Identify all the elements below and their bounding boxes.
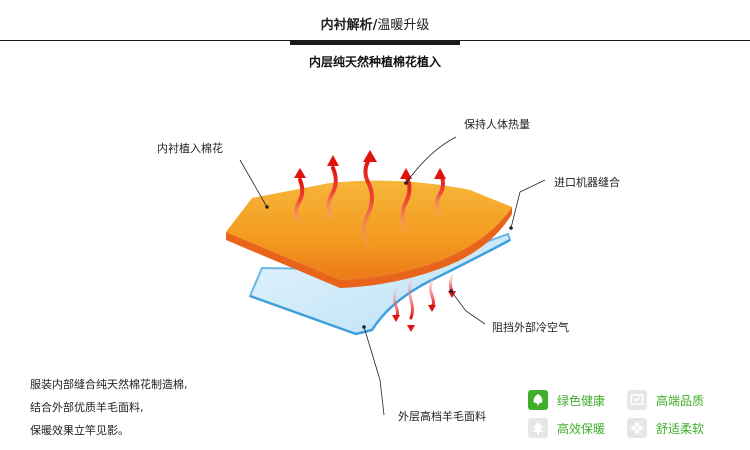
label-outer-fabric: 外层高档羊毛面料 [398,410,486,423]
label-block-cold: 阻挡外部冷空气 [492,321,569,334]
label-cotton-lining: 内衬植入棉花 [157,142,223,155]
feature-label: 舒适柔软 [656,421,705,436]
feature-premium-quality: 高端品质 [627,390,704,410]
inner-cotton-layer [226,180,512,280]
heat-arrow-heads [294,150,446,179]
leaf-icon [528,390,548,410]
title-rest: 温暖升级 [377,18,430,33]
leader-lines [239,136,546,416]
feature-label: 高效保暖 [557,421,606,436]
feature-label: 绿色健康 [557,393,606,408]
description-line: 结合外部优质羊毛面料, [30,401,144,414]
label-warmth: 保持人体热量 [464,118,530,131]
heat-arrows [294,156,445,248]
page-subtitle: 内层纯天然种植棉花植入 [308,55,441,69]
label-machine-seam: 进口机器缝合 [554,176,620,189]
feature-efficient-warmth: 高效保暖 [528,418,605,438]
certificate-icon [627,390,647,410]
flower-icon [627,418,647,438]
tree-icon [528,418,548,438]
feature-green-health: 绿色健康 [528,390,605,410]
cold-arrow-heads [392,291,456,332]
description-text: 服装内部缝合纯天然棉花制造棉, 结合外部优质羊毛面料, 保暖效果立竿见影。 [30,373,188,442]
description-line: 保暖效果立竿见影。 [30,424,129,437]
leader-dots [265,181,513,329]
title-accent-bar [290,40,460,45]
page-title: 内衬解析/温暖升级 [0,14,750,33]
description-line: 服装内部缝合纯天然棉花制造棉, [30,378,188,391]
feature-comfort-soft: 舒适柔软 [627,418,704,438]
inner-cotton-edge [226,207,512,288]
title-bold: 内衬解析/ [320,18,378,33]
outer-fabric-edge [249,238,511,336]
feature-label: 高端品质 [656,393,705,408]
